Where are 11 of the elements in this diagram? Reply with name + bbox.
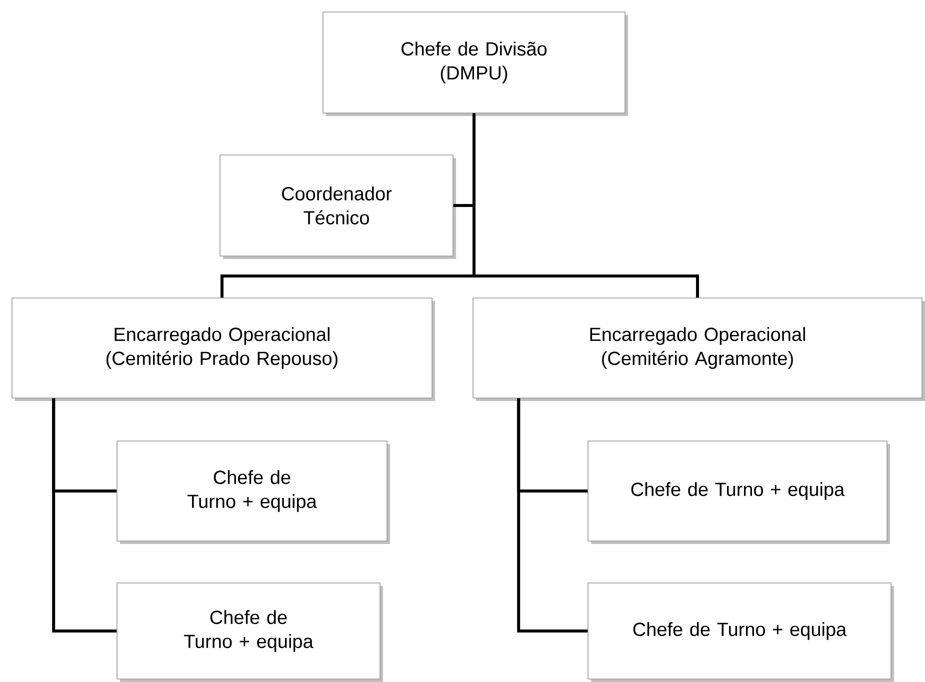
org-box: Coordenador Técnico — [220, 154, 454, 256]
org-box: Chefe de Turno + equipa — [116, 440, 388, 542]
connector-line — [517, 398, 588, 632]
org-box: Chefe de Turno + equipa — [116, 582, 380, 680]
connector-line — [472, 113, 699, 298]
org-box: Chefe de Turno + equipa — [588, 440, 888, 542]
org-box: Encarregado Operacional (Cemitério Prado Repouso) — [12, 298, 432, 398]
connector-line — [52, 398, 117, 632]
org-box: Chefe de Divisão (DMPU) — [322, 12, 626, 114]
org-box: Chefe de Turno + equipa — [588, 582, 892, 680]
org-box: Encarregado Operacional (Cemitério Agramonte) — [472, 298, 922, 398]
